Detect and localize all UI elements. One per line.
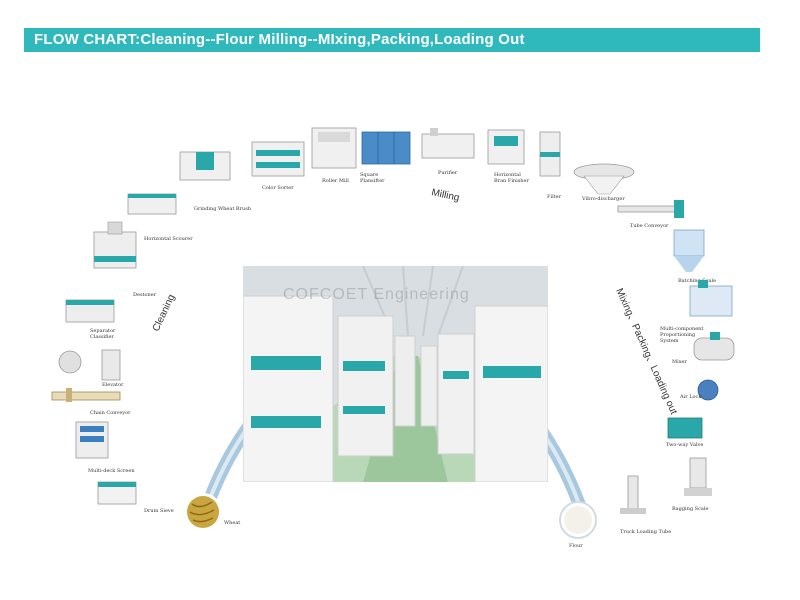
grinding-wheat-brush-icon: Grinding Wheat Brush: [179, 151, 252, 212]
horizontal-scourer-icon: Horizontal Scourer: [127, 193, 193, 242]
label-chain-conveyor: Chain Conveyor: [90, 410, 131, 416]
label-batching-scale: Batching Scale: [678, 278, 716, 284]
label-truck-loading-tube: Truck Loading Tube: [620, 529, 671, 535]
label-roller-mill: Roller Mill: [322, 178, 349, 184]
stage-label-mixing: Mixing、Packing、Loading out: [613, 287, 679, 417]
destoner-icon: Destoner: [93, 221, 157, 298]
label-destoner: Destoner: [133, 292, 157, 298]
label-wheat: Wheat: [224, 520, 240, 526]
label-drum-sieve: Drum Sieve: [144, 508, 174, 514]
drum-sieve-icon: Drum Sieve: [97, 481, 174, 514]
multi-deck-screen-icon: Multi-deck Screen: [75, 421, 135, 474]
stage-label-cleaning: Cleaning: [151, 293, 178, 333]
purifier-icon: Purifier: [421, 128, 475, 176]
label-flour: Flour: [569, 543, 583, 549]
label-tube-conveyor: Tube Conveyor: [630, 223, 669, 229]
label-vibro-discharger: Vibro-discharger: [581, 196, 625, 202]
vibro-discharger-icon: Vibro-discharger: [573, 163, 635, 202]
label-purifier: Purifier: [438, 170, 458, 176]
flour-node: Flour: [559, 501, 597, 549]
stage-label-milling: Milling: [430, 187, 460, 204]
filter-icon: Filter: [539, 131, 562, 200]
arc-divider-1: [317, 197, 325, 215]
label-elevator: Elevator: [102, 382, 124, 388]
chain-conveyor-icon: Chain Conveyor: [51, 388, 131, 416]
label-multi-deck-screen: Multi-deck Screen: [88, 468, 135, 474]
label-horizontal-scourer: Horizontal Scourer: [144, 236, 193, 242]
label-color-sorter: Color Sorter: [262, 185, 294, 191]
tube-conveyor-icon: Tube Conveyor: [617, 200, 684, 229]
label-bagging-scale: Bagging Scale: [672, 506, 708, 512]
mill-interior-photo: COFCOET Engineering: [243, 266, 548, 482]
air-lock-icon: Air Lock: [679, 379, 719, 401]
mixer-icon: Mixer: [672, 332, 735, 365]
wheat-node: Wheat: [184, 493, 240, 531]
arc-divider-2: [557, 235, 571, 249]
label-filter: Filter: [547, 194, 562, 200]
color-sorter-icon: Color Sorter: [251, 141, 305, 191]
label-air-lock: Air Lock: [679, 394, 702, 400]
label-grinding-wheat-brush: Grinding Wheat Brush: [194, 206, 252, 212]
roller-mill-icon: Roller Mill: [311, 127, 357, 184]
page-title: FLOW CHART:Cleaning--Flour Milling--MIxi…: [34, 31, 525, 48]
two-way-valve-icon: Two-way Valve: [666, 417, 703, 448]
watermark: COFCOET Engineering: [283, 286, 470, 303]
elevator-icon: Elevator: [58, 349, 124, 388]
label-mixer: Mixer: [672, 359, 687, 365]
truck-loading-tube-icon: Truck Loading Tube: [620, 475, 671, 535]
batching-scale-icon: Batching Scale: [673, 229, 716, 284]
title-banner: FLOW CHART:Cleaning--Flour Milling--MIxi…: [24, 28, 760, 52]
bagging-scale-icon: Bagging Scale: [672, 457, 712, 512]
label-two-way-valve: Two-way Valve: [666, 442, 703, 448]
